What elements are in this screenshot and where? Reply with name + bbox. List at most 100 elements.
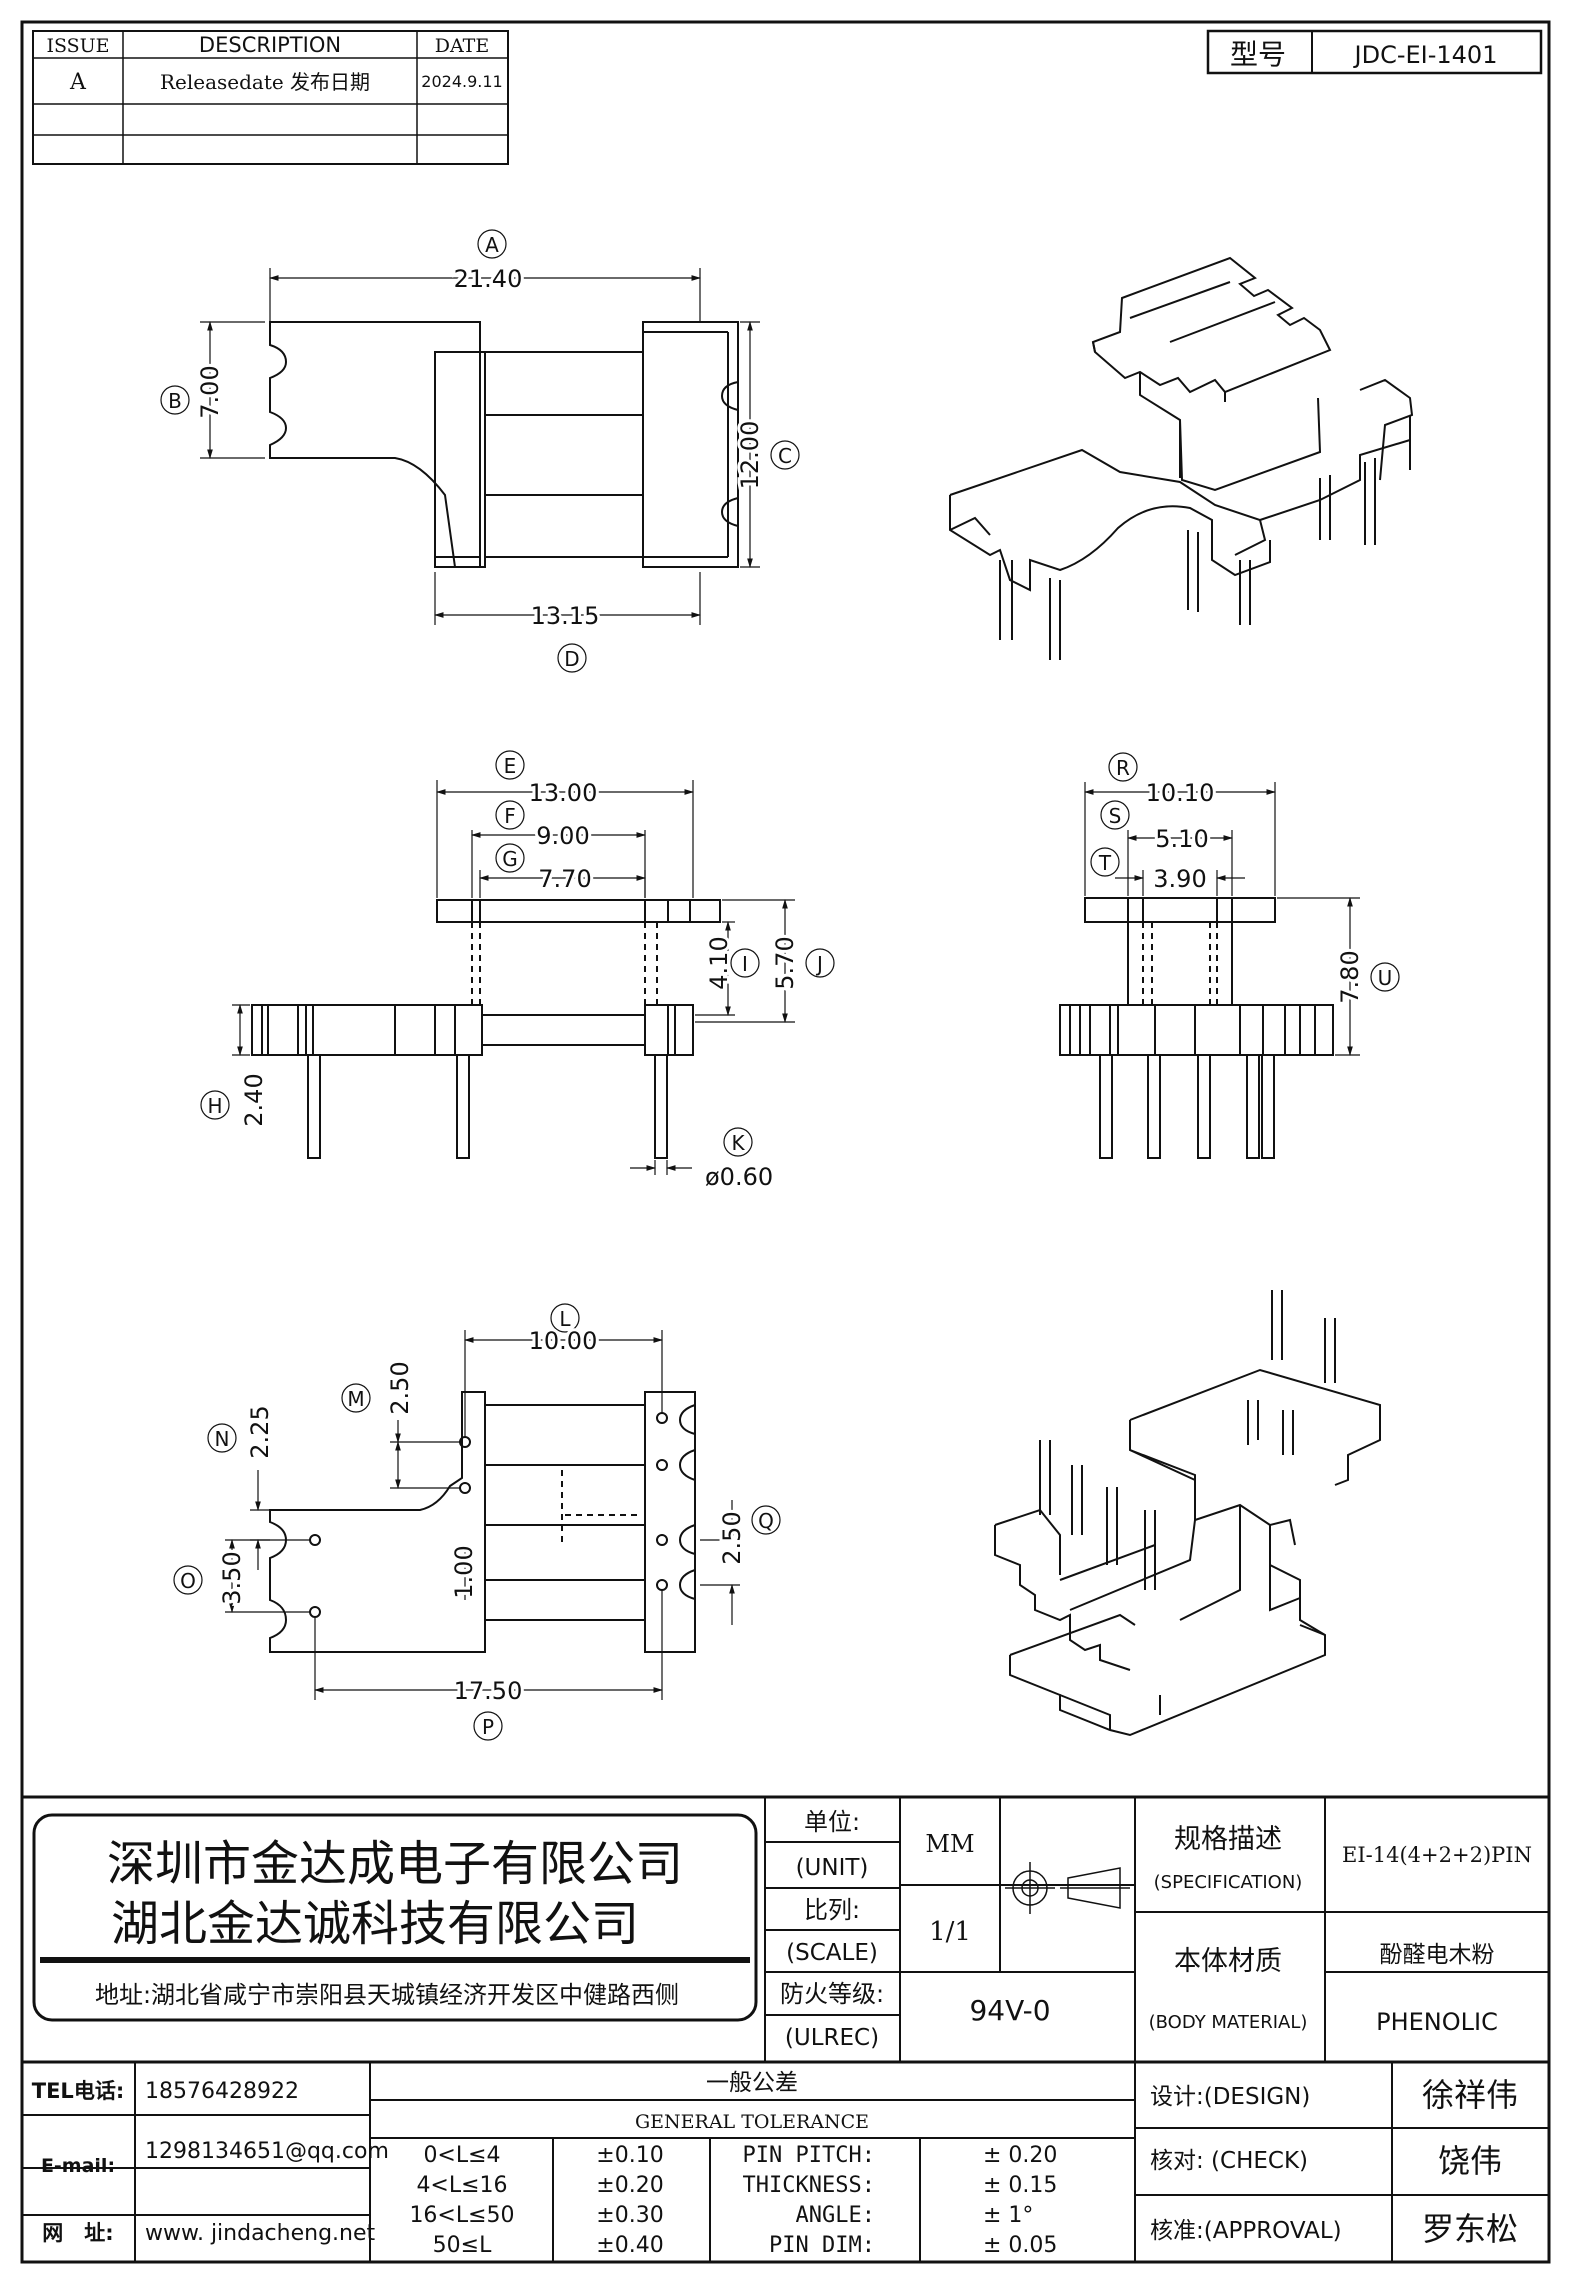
model-label: 型号: [1230, 38, 1286, 71]
check-name: 饶伟: [1438, 2142, 1502, 2180]
dim-p-tag: P: [482, 1715, 494, 1739]
bottom-view: [269, 1391, 696, 1653]
dim-c-tag: C: [778, 444, 792, 468]
title-block-lines: [22, 1795, 1549, 2262]
tolerance-value-3: ±0.30: [596, 2203, 663, 2228]
dim-q-value: 2.50: [718, 1511, 746, 1564]
revision-date-a: 2024.9.11: [421, 72, 502, 91]
approval-name: 罗东松: [1422, 2210, 1518, 2248]
tolerance-title-cn: 一般公差: [706, 2070, 798, 2096]
dim-g-tag: G: [502, 847, 518, 871]
material-value-en: PHENOLIC: [1376, 2008, 1498, 2036]
tolerance-name-pin-dim: PIN DIM:: [769, 2233, 875, 2258]
dim-c-value: 12.00: [736, 421, 764, 490]
revision-description-a: Releasedate 发布日期: [160, 70, 370, 94]
fire-label-cn: 防火等级:: [780, 1980, 884, 2008]
fire-label-en: (ULREC): [785, 2025, 879, 2051]
sheet-border: [20, 20, 1551, 2264]
tolerance-range-2: 4<L≤16: [416, 2173, 507, 2198]
dim-q-tag: Q: [758, 1509, 774, 1533]
material-label-cn: 本体材质: [1174, 1946, 1282, 1977]
side-view-labels: R 10.10 S 5.10 T 3.90 U 7.80: [1098, 756, 1393, 1007]
dim-f-tag: F: [504, 804, 516, 828]
top-view-dims: [160, 229, 800, 673]
front-view-dims: [200, 750, 835, 1175]
tolerance-range-1: 0<L≤4: [423, 2143, 500, 2168]
dim-b-value: 7.00: [196, 365, 224, 418]
revision-header-description: DESCRIPTION: [199, 33, 341, 57]
web-value: www. jindacheng.net: [145, 2221, 376, 2246]
material-label-en: (BODY MATERIAL): [1149, 2012, 1308, 2033]
dim-p-value: 17.50: [454, 1677, 523, 1705]
dim-k-value: ø0.60: [705, 1163, 773, 1191]
web-label: 网 址:: [42, 2221, 113, 2245]
tel-value: 18576428922: [145, 2079, 299, 2104]
dim-s-tag: S: [1109, 804, 1122, 828]
tolerance-value-1: ±0.10: [596, 2143, 663, 2168]
dim-h-value: 2.40: [240, 1073, 268, 1126]
projection-symbol-icon: [1005, 1862, 1130, 1914]
dim-h-tag: H: [207, 1094, 222, 1118]
revision-header-date: DATE: [435, 35, 489, 57]
top-view-labels: A 21.40 B 7.00 C 12.00 D 13.15: [168, 233, 792, 671]
front-view: [251, 899, 721, 1159]
design-label: 设计:(DESIGN): [1150, 2084, 1310, 2110]
dim-o-tag: O: [180, 1569, 196, 1593]
dim-u-tag: U: [1378, 966, 1393, 990]
unit-label-en: (UNIT): [796, 1855, 869, 1881]
dim-a-tag: A: [485, 233, 499, 257]
dim-d-tag: D: [564, 647, 579, 671]
dim-i-tag: I: [742, 952, 748, 976]
dim-d-value: 13.15: [531, 602, 600, 630]
model-number: JDC-EI-1401: [1353, 41, 1498, 69]
dim-a-value: 21.40: [454, 265, 523, 293]
bottom-view-labels: L 10.00 M 2.50 N 2.25 O 3.50 Q 2.50 1.00…: [180, 1307, 774, 1739]
material-value-cn: 酚醛电木粉: [1380, 1942, 1495, 1968]
tolerance-pin-dim: ± 0.05: [983, 2233, 1057, 2258]
top-view: [269, 321, 739, 568]
company-name-1: 深圳市金达成电子有限公司: [107, 1836, 683, 1892]
dim-k-tag: K: [731, 1131, 745, 1155]
tel-label: TEL电话:: [32, 2079, 124, 2103]
side-view: [1059, 897, 1334, 1159]
dim-x-value: 1.00: [450, 1545, 478, 1598]
tolerance-name-angle: ANGLE:: [796, 2203, 875, 2228]
tolerance-pin-pitch: ± 0.20: [983, 2143, 1057, 2168]
tolerance-title-en: GENERAL TOLERANCE: [635, 2111, 869, 2133]
dim-e-tag: E: [504, 754, 517, 778]
approval-label: 核准:(APPROVAL): [1150, 2218, 1342, 2244]
tolerance-value-4: ±0.40: [596, 2233, 663, 2258]
dim-t-value: 3.90: [1153, 865, 1206, 893]
dim-n-value: 2.25: [246, 1405, 274, 1458]
revision-issue-a: A: [69, 70, 87, 95]
bottom-view-dims: [173, 1303, 781, 1741]
dim-j-value: 5.70: [771, 936, 799, 989]
tolerance-range-3: 16<L≤50: [409, 2203, 514, 2228]
dim-r-tag: R: [1116, 756, 1130, 780]
check-label: 核对: (CHECK): [1150, 2148, 1308, 2174]
company-name-2: 湖北金达诚科技有限公司: [111, 1896, 639, 1952]
iso-view-top: [949, 256, 1414, 660]
model-box: 型号 JDC-EI-1401: [1206, 29, 1543, 75]
dim-m-tag: M: [347, 1387, 364, 1411]
scale-value: 1/1: [929, 1917, 971, 1947]
spec-label-cn: 规格描述: [1174, 1824, 1282, 1855]
spec-value: EI-14(4+2+2)PIN: [1342, 1843, 1532, 1867]
email-value: 1298134651@qq.com: [145, 2139, 389, 2164]
tolerance-thickness: ± 0.15: [983, 2173, 1057, 2198]
tolerance-name-thickness: THICKNESS:: [743, 2173, 875, 2198]
revision-header-issue: ISSUE: [46, 35, 109, 57]
dim-o-value: 3.50: [218, 1551, 246, 1604]
dim-j-tag: J: [815, 952, 823, 976]
dim-g-value: 7.70: [538, 865, 591, 893]
tolerance-value-2: ±0.20: [596, 2173, 663, 2198]
dim-n-tag: N: [215, 1427, 230, 1451]
tolerance-angle: ± 1°: [983, 2203, 1033, 2228]
company-address: 地址:湖北省咸宁市崇阳县天城镇经济开发区中健路西侧: [95, 1981, 679, 2009]
unit-label-cn: 单位:: [804, 1808, 860, 1836]
side-view-dims: [1084, 752, 1400, 1056]
dim-r-value: 10.10: [1146, 779, 1215, 807]
tolerance-name-pin-pitch: PIN PITCH:: [743, 2143, 875, 2168]
dim-l-tag: L: [559, 1307, 571, 1331]
